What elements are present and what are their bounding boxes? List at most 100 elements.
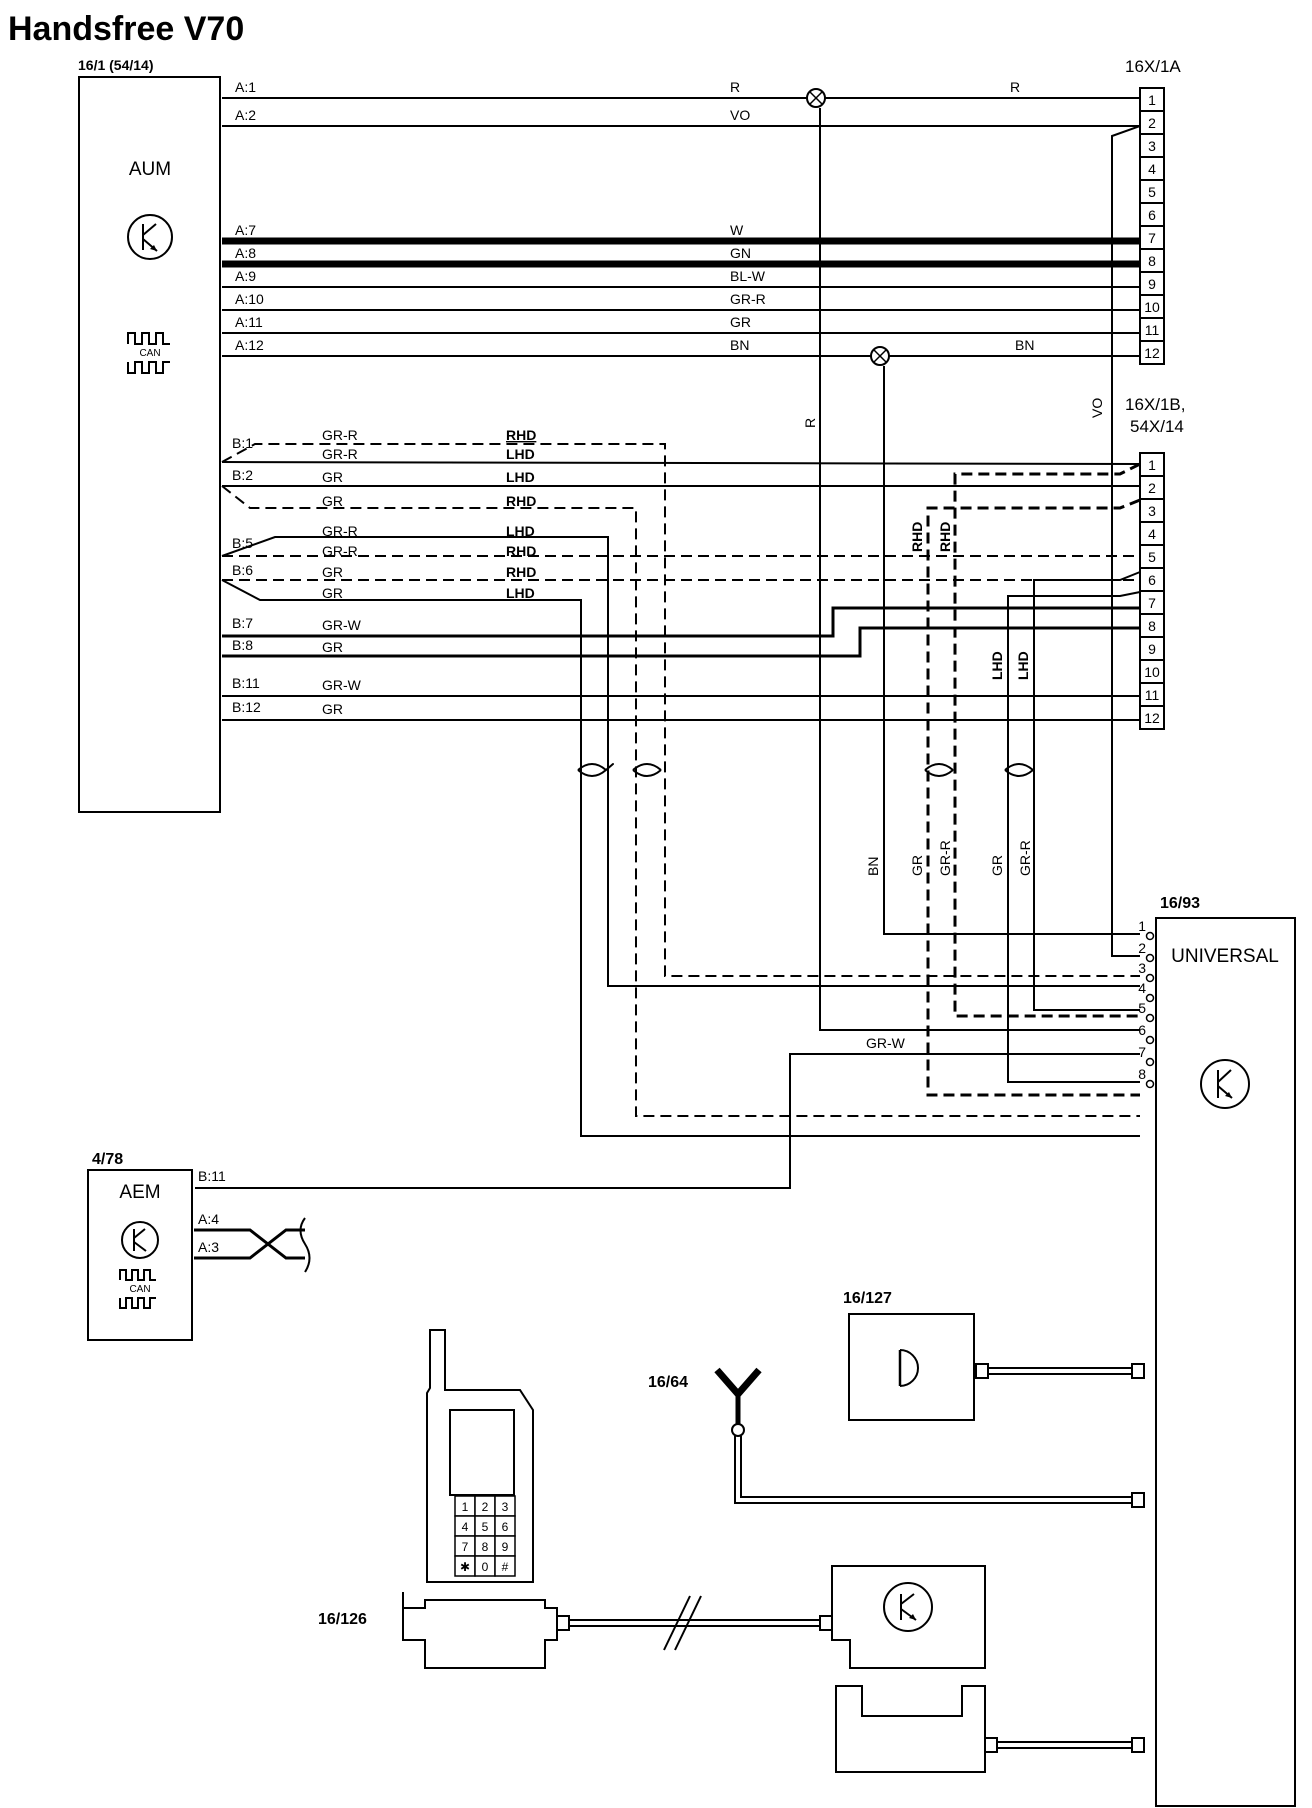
wire-a11-color: GR (730, 314, 751, 330)
universal-pin-terminal (1145, 993, 1155, 1003)
conn-1b-ref1: 16X/1B, (1125, 395, 1186, 414)
aum-pin-labels-a: A:1 A:2 A:7 A:8 A:9 A:10 A:11 A:12 (235, 79, 264, 353)
keypad-key-label: 1 (462, 1500, 469, 1514)
tag-lhd-4: LHD (506, 585, 535, 601)
can-icon: CAN (127, 332, 170, 374)
keypad-key-label: 0 (482, 1560, 489, 1574)
conn-1a-pin-label: 11 (1145, 322, 1160, 338)
conn-1b-pin-label: 9 (1148, 641, 1156, 657)
a-wire-colors: R VO W GN BL-W GR-R GR BN R BN (730, 79, 1034, 353)
vlabel-r: R (802, 418, 818, 428)
conn-1b-pin-label: 8 (1148, 618, 1156, 634)
transistor-icon (1200, 1059, 1250, 1109)
conn-1a-pin-label: 2 (1148, 115, 1156, 131)
b-wires (221, 443, 1141, 1137)
wire-a10-color: GR-R (730, 291, 766, 307)
wire-a1-right-color: R (1010, 79, 1020, 95)
vlabel-grr-2: GR-R (1017, 840, 1033, 876)
b-wire-colors: GR-R GR-R GR GR GR-R GR-R GR GR GR-W GR … (322, 427, 362, 717)
aem-module (87, 1169, 193, 1341)
aum-can-label: CAN (139, 348, 160, 359)
conn-1b-pin-label: 5 (1148, 549, 1156, 565)
vlabel-gr-1: GR (909, 855, 925, 876)
antenna-cable (734, 1436, 1145, 1508)
vlabel-lhd-2: LHD (1015, 651, 1031, 680)
twist-symbols (577, 763, 1034, 777)
conn-1b-pin-label: 11 (1145, 687, 1160, 703)
wire-b-color-10: GR (322, 639, 343, 655)
conn-1b-pin-label: 6 (1148, 572, 1156, 588)
pin-a1: A:1 (235, 79, 256, 95)
pin-a8: A:8 (235, 245, 256, 261)
mic-cable (975, 1363, 1145, 1379)
aum-pin-labels-b: B:1 B:2 B:5 B:6 B:7 B:8 B:11 B:12 (232, 435, 261, 715)
keypad-key (494, 1555, 516, 1577)
universal-pin-terminal (1145, 1057, 1155, 1067)
universal-pin-terminal (1145, 931, 1155, 941)
conn-1a-pin-label: 3 (1148, 138, 1156, 154)
conn-1a-pin-box (1139, 340, 1165, 365)
keypad-key-label: 3 (502, 1500, 509, 1514)
universal-pin-terminal (1145, 1013, 1155, 1023)
phone-holder (402, 1592, 558, 1669)
wire-b-color-7: GR (322, 564, 343, 580)
wire-b-color-11: GR-W (322, 677, 362, 693)
pin-a12: A:12 (235, 337, 264, 353)
vlabel-rhd-2: RHD (937, 522, 953, 552)
conn-1b-pin-label: 10 (1144, 664, 1160, 680)
aem-can-wires (194, 1217, 311, 1273)
universal-pin-label: 7 (1138, 1044, 1146, 1060)
tag-rhd-1: RHD (506, 427, 536, 443)
transistor-icon (127, 214, 173, 260)
tag-rhd-4: RHD (506, 564, 536, 580)
wire-a12-right-color: BN (1015, 337, 1034, 353)
aem-pin-a3: A:3 (198, 1239, 219, 1255)
keypad-key-label: 4 (462, 1520, 469, 1534)
conn-1a-pin-label: 1 (1148, 92, 1156, 108)
vertical-wires (195, 108, 1141, 1189)
wire-b-color-4: GR (322, 493, 343, 509)
keypad-key-label: 8 (482, 1540, 489, 1554)
wire-b-color-1: GR-R (322, 427, 358, 443)
pin-b8: B:8 (232, 637, 253, 653)
universal-module (1155, 917, 1296, 1807)
aum-module (78, 76, 221, 813)
interface-module (831, 1565, 986, 1669)
antenna-ref: 16/64 (648, 1374, 688, 1391)
conn-1b-ref2: 54X/14 (1130, 417, 1184, 436)
a-wires (222, 97, 1140, 357)
conn-1a-pin-label: 4 (1148, 161, 1156, 177)
conn-1a-pin-label: 12 (1144, 345, 1160, 361)
keypad-key-label: 9 (502, 1540, 509, 1554)
microphone-icon (898, 1349, 919, 1387)
pin-b11: B:11 (232, 675, 260, 691)
conn-1a-pin-label: 9 (1148, 276, 1156, 292)
pin-a9: A:9 (235, 268, 256, 284)
conn-1a-ref: 16X/1A (1125, 57, 1181, 76)
pin-a11: A:11 (235, 314, 263, 330)
side-tags: RHD LHD LHD RHD LHD RHD RHD LHD (506, 427, 536, 601)
pin-b7: B:7 (232, 615, 253, 631)
universal-pin-label: 2 (1138, 940, 1146, 956)
conn-1a-pin-label: 8 (1148, 253, 1156, 269)
conn-1b-pin-label: 12 (1144, 710, 1160, 726)
microphone-ref: 16/127 (843, 1290, 892, 1307)
pin-b6: B:6 (232, 562, 253, 578)
universal-name: UNIVERSAL (1171, 946, 1279, 967)
aem-can-label: CAN (129, 1284, 150, 1295)
vlabel-lhd-1: LHD (989, 651, 1005, 680)
vlabel-grr-1: GR-R (937, 840, 953, 876)
aem-name: AEM (119, 1182, 160, 1203)
transistor-icon (121, 1221, 159, 1259)
pin-b12: B:12 (232, 699, 261, 715)
wire-a2-color: VO (730, 107, 750, 123)
keypad-key-label: # (502, 1560, 509, 1574)
universal-pin-label: 3 (1138, 960, 1146, 976)
tag-lhd-2: LHD (506, 469, 535, 485)
pin-b2: B:2 (232, 467, 253, 483)
splice-r (806, 88, 826, 108)
wire-a8-color: GN (730, 245, 751, 261)
